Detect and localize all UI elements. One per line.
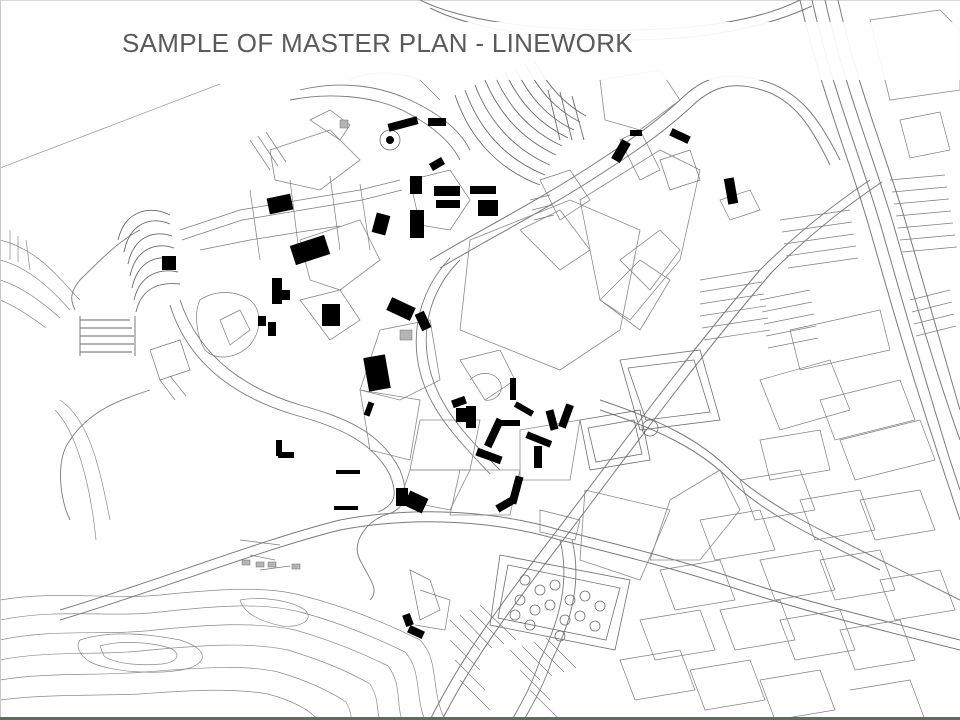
title-band bbox=[108, 22, 960, 80]
building bbox=[558, 403, 574, 429]
minor-structures bbox=[241, 119, 413, 570]
campus-loop-roads bbox=[60, 84, 577, 720]
building bbox=[371, 212, 391, 236]
building bbox=[387, 116, 419, 132]
building bbox=[669, 128, 691, 144]
residential-lots bbox=[449, 111, 958, 720]
contour-lines bbox=[0, 230, 446, 720]
building bbox=[258, 316, 266, 326]
building bbox=[289, 234, 331, 266]
building bbox=[500, 420, 520, 426]
building bbox=[276, 440, 282, 456]
frame-lines bbox=[0, 0, 960, 169]
building bbox=[545, 409, 559, 431]
building bbox=[630, 130, 642, 136]
residential-linework bbox=[379, 129, 721, 651]
building bbox=[386, 297, 416, 321]
building bbox=[525, 431, 553, 448]
parcel-linework bbox=[269, 9, 960, 581]
building bbox=[414, 310, 432, 332]
building bbox=[402, 612, 414, 628]
building bbox=[466, 406, 476, 428]
building bbox=[510, 378, 516, 400]
building bbox=[611, 138, 631, 164]
building bbox=[475, 447, 503, 465]
building bbox=[428, 118, 446, 126]
building bbox=[428, 157, 446, 171]
building bbox=[451, 395, 467, 409]
building bbox=[266, 193, 294, 215]
building bbox=[434, 186, 460, 196]
frame-left-border bbox=[0, 0, 1, 720]
building bbox=[363, 401, 375, 417]
major-roads bbox=[59, 0, 960, 720]
building bbox=[363, 354, 391, 392]
building bbox=[268, 322, 276, 336]
building bbox=[336, 470, 360, 474]
building bbox=[278, 452, 294, 458]
building bbox=[410, 176, 422, 194]
building bbox=[495, 495, 517, 513]
building bbox=[456, 408, 466, 422]
building bbox=[280, 290, 290, 300]
building bbox=[513, 401, 535, 417]
building bbox=[334, 506, 358, 510]
slide-title: SAMPLE OF MASTER PLAN - LINEWORK bbox=[122, 28, 633, 58]
building bbox=[322, 304, 340, 326]
building bbox=[386, 136, 394, 144]
building bbox=[723, 177, 739, 205]
building bbox=[403, 490, 429, 514]
building bbox=[534, 446, 542, 468]
building bbox=[162, 256, 176, 270]
slide-bottom-border bbox=[0, 717, 960, 720]
building bbox=[407, 624, 425, 640]
building bbox=[410, 210, 424, 238]
building-footprints bbox=[162, 116, 739, 640]
building bbox=[396, 488, 408, 506]
building bbox=[470, 186, 496, 194]
building bbox=[484, 417, 504, 449]
building bbox=[478, 200, 498, 216]
building bbox=[272, 278, 282, 304]
parking-arcs bbox=[79, 61, 587, 356]
building bbox=[436, 200, 460, 208]
